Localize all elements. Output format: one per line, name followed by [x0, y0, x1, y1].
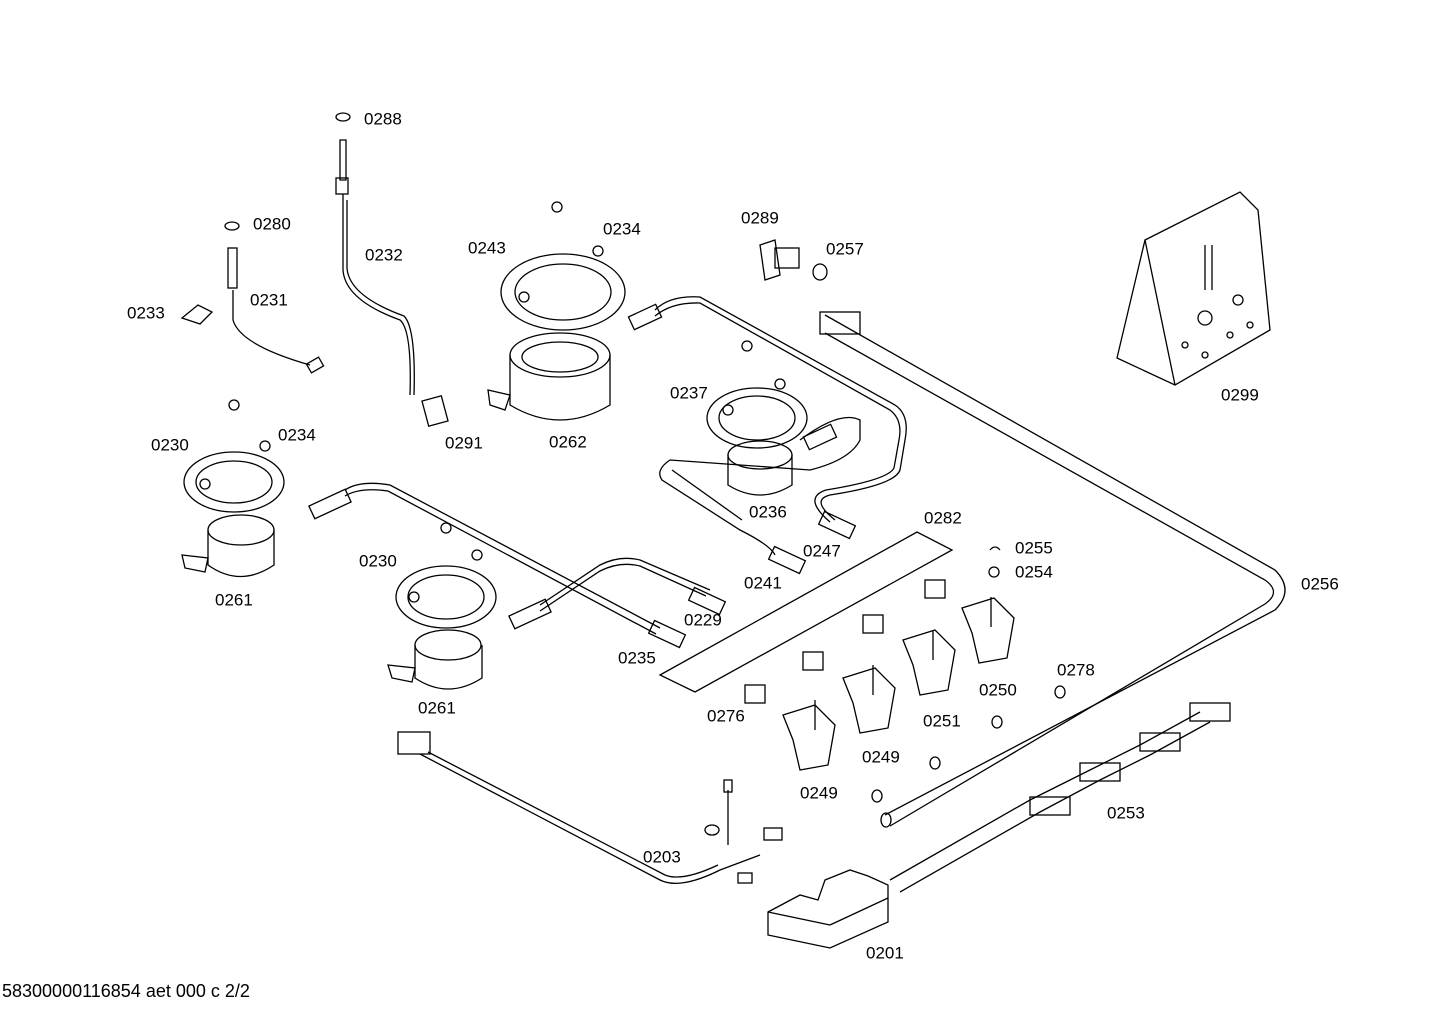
part-label: 0201 [866, 943, 904, 963]
parts-bag [1116, 191, 1271, 386]
screws [199, 201, 786, 603]
part-label: 0278 [1057, 660, 1095, 680]
part-label: 0247 [803, 541, 841, 561]
part-label: 0249 [862, 747, 900, 767]
part-label: 0262 [549, 432, 587, 452]
igniter-module [767, 869, 889, 949]
part-label: 0254 [1015, 562, 1053, 582]
part-label: 0229 [684, 610, 722, 630]
part-label: 0231 [250, 290, 288, 310]
part-label: 0233 [127, 303, 165, 323]
part-label: 0235 [618, 648, 656, 668]
part-label: 0253 [1107, 803, 1145, 823]
ignition-electrode-part [180, 221, 325, 374]
part-label: 0250 [979, 680, 1017, 700]
document-footer: 58300000116854 aet 000 c 2/2 [2, 981, 250, 1001]
part-label: 0243 [468, 238, 506, 258]
part-label: 0289 [741, 208, 779, 228]
part-label: 0280 [253, 214, 291, 234]
part-label: 0288 [364, 109, 402, 129]
part-label: 0256 [1301, 574, 1339, 594]
burner-cups [181, 332, 793, 690]
part-label: 0249 [800, 783, 838, 803]
cable-harness [397, 731, 783, 884]
ignition-harness [889, 702, 1231, 893]
part-label: 0257 [826, 239, 864, 259]
part-label: 0230 [151, 435, 189, 455]
part-label: 0234 [278, 425, 316, 445]
nozzle-fittings [308, 303, 857, 649]
small-washers [871, 546, 1066, 803]
thermocouple-part [335, 112, 449, 427]
gas-taps [744, 579, 1015, 771]
part-label: 0261 [215, 590, 253, 610]
elbow-fitting [759, 239, 828, 281]
part-label: 0291 [445, 433, 483, 453]
part-label: 0237 [670, 383, 708, 403]
burner-rings [183, 253, 808, 629]
part-label: 0241 [744, 573, 782, 593]
gas-rail [819, 311, 1286, 828]
part-label: 0276 [707, 706, 745, 726]
part-label: 0236 [749, 502, 787, 522]
part-label: 0234 [603, 219, 641, 239]
part-label: 0255 [1015, 538, 1053, 558]
part-label: 0282 [924, 508, 962, 528]
seal-strip [658, 531, 954, 693]
part-label: 0299 [1221, 385, 1259, 405]
part-label: 0261 [418, 698, 456, 718]
part-label: 0232 [365, 245, 403, 265]
part-label: 0203 [643, 847, 681, 867]
part-label: 0251 [923, 711, 961, 731]
part-label: 0230 [359, 551, 397, 571]
gas-pipes [344, 296, 907, 635]
